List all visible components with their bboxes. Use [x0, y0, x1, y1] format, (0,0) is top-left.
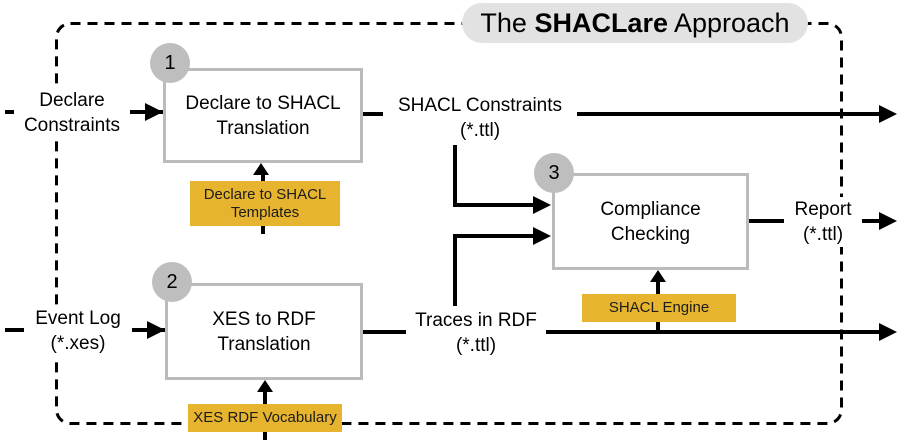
templates-arrow-icon [253, 163, 269, 175]
declare-constraints-label: Declare Constraints [14, 88, 130, 138]
engine-arrow-line [656, 280, 660, 294]
vocabulary-arrow-line [263, 390, 267, 404]
declare-constraints-line2: Constraints [23, 115, 121, 136]
compliance-checking-label-line1: Compliance [600, 198, 701, 220]
event-log-label: Event Log (*.xes) [24, 306, 132, 356]
shacl-engine-component: SHACL Engine [582, 294, 736, 322]
declare-translation-box: Declare to SHACL Translation [163, 68, 363, 163]
report-label: Report (*.ttl) [784, 197, 862, 247]
step1-number: 1 [164, 51, 176, 74]
declare-input-arrow-icon [145, 103, 163, 121]
constraints-to-checking-vline [453, 114, 457, 207]
shacl-constraints-output-line [363, 112, 879, 116]
event-log-line1: Event Log [35, 308, 121, 329]
traces-to-checking-hline [453, 234, 533, 238]
traces-to-checking-arrow-icon [533, 227, 551, 245]
traces-output-line [363, 330, 879, 334]
engine-stub-line [656, 322, 660, 331]
step2-number: 2 [166, 270, 178, 293]
xes-translation-label-line1: XES to RDF [212, 308, 316, 330]
templates-arrow-line [261, 173, 265, 181]
title-brand: SHACLare [534, 7, 668, 38]
declare-constraints-line1: Declare [39, 90, 105, 111]
vocabulary-stub-line [263, 432, 267, 440]
constraints-to-checking-arrow-icon [533, 196, 551, 214]
shacl-constraints-label: SHACL Constraints (*.ttl) [383, 90, 577, 145]
compliance-checking-box: Compliance Checking [552, 173, 749, 270]
title-prefix: The [480, 7, 535, 38]
declare-translation-label-line2: Translation [216, 117, 310, 139]
event-log-line2: (*.xes) [50, 333, 106, 354]
report-line1: Report [794, 199, 852, 220]
eventlog-input-arrow-icon [147, 321, 165, 339]
step1-badge: 1 [150, 43, 190, 83]
engine-arrow-icon [650, 270, 666, 282]
shacl-constraints-line2: (*.ttl) [459, 119, 501, 141]
report-line2: (*.ttl) [802, 224, 844, 245]
step3-number: 3 [548, 161, 560, 184]
declare-translation-label-line1: Declare to SHACL [185, 92, 341, 114]
traces-line2: (*.ttl) [455, 335, 497, 356]
step3-badge: 3 [534, 153, 574, 193]
constraints-to-checking-hline [453, 203, 533, 207]
traces-output-arrow-icon [879, 323, 897, 341]
title-suffix: Approach [667, 7, 790, 38]
traces-to-checking-vline [453, 234, 457, 332]
templates-stub-line [261, 226, 265, 234]
report-output-arrow-icon [879, 212, 897, 230]
declare-templates-label-line2: Templates [230, 203, 300, 221]
compliance-checking-label-line2: Checking [610, 223, 691, 245]
xes-vocabulary-component: XES RDF Vocabulary [188, 404, 342, 432]
step2-badge: 2 [152, 262, 192, 302]
traces-line1: Traces in RDF [415, 310, 537, 331]
shacl-engine-label: SHACL Engine [608, 299, 710, 316]
xes-translation-box: XES to RDF Translation [165, 283, 363, 380]
shacl-constraints-line1: SHACL Constraints [397, 94, 563, 116]
declare-templates-component: Declare to SHACL Templates [190, 181, 340, 226]
declare-templates-label-line1: Declare to SHACL [203, 185, 327, 203]
xes-vocabulary-label: XES RDF Vocabulary [193, 409, 337, 426]
traces-label: Traces in RDF (*.ttl) [406, 306, 546, 360]
shacl-constraints-output-arrow-icon [879, 105, 897, 123]
vocabulary-arrow-icon [257, 380, 273, 392]
xes-translation-label-line2: Translation [217, 333, 311, 355]
title-pill: The SHACLare Approach [462, 3, 808, 43]
